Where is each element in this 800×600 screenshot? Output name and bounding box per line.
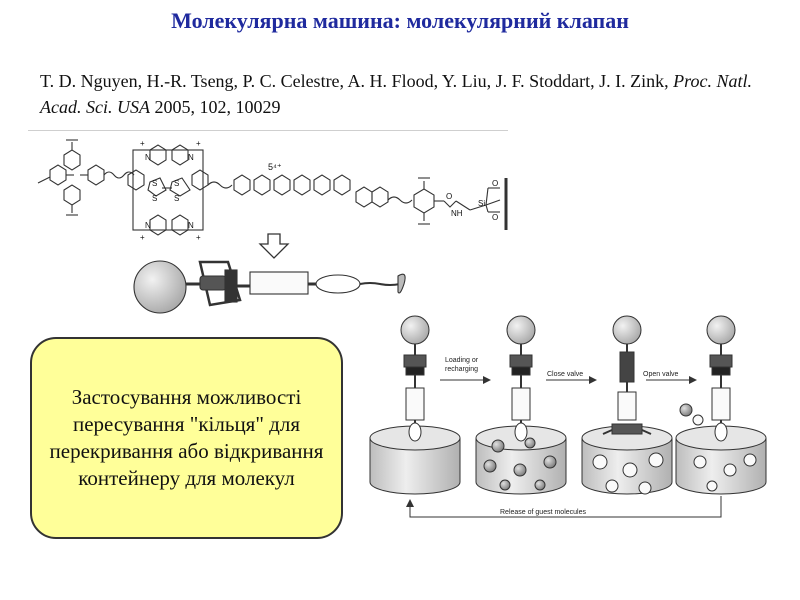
callout-box: Застосування можливості пересування "кіл… — [30, 337, 343, 539]
released-molecule — [679, 403, 693, 417]
atom-S-label: S — [152, 194, 157, 203]
atom-Si-label: Si — [478, 199, 485, 208]
plus-sign: + — [140, 233, 145, 242]
stopper-sphere — [133, 260, 187, 314]
citation-details: 2005, 102, 10029 — [149, 97, 281, 117]
arrow-label-loading-line1: Loading or — [445, 357, 479, 364]
citation-authors: T. D. Nguyen, H.-R. Tseng, P. C. Celestr… — [40, 71, 674, 91]
structure-labels: N N N N + + + + S S S S 5⁴⁺ NH O O O Si — [140, 139, 498, 242]
released-molecule — [692, 414, 704, 426]
bottom-arrow-label: Release of guest molecules — [500, 509, 586, 516]
stage-empty — [369, 315, 461, 495]
arrow-label-close-valve: Close valve — [547, 371, 583, 378]
stage-released — [675, 315, 767, 495]
atom-N-label: N — [145, 221, 151, 230]
atom-S-label: S — [152, 179, 157, 188]
plus-sign: + — [196, 233, 201, 242]
atom-O-label: O — [492, 213, 498, 222]
valve-schematic — [133, 260, 406, 314]
atom-S-label: S — [174, 179, 179, 188]
charge-label: 5⁴⁺ — [268, 162, 282, 172]
citation: T. D. Nguyen, H.-R. Tseng, P. C. Celestr… — [40, 68, 770, 120]
stage-closed — [581, 315, 673, 495]
process-diagram: Loading or recharging Close valve Open v… — [369, 315, 767, 518]
stage-loaded-open — [475, 315, 567, 495]
atom-N-label: N — [188, 221, 194, 230]
slide-title: Молекулярна машина: молекулярний клапан — [171, 8, 629, 33]
atom-O-label: O — [446, 192, 452, 201]
plus-sign: + — [196, 139, 201, 148]
release-return-arrow — [406, 496, 722, 518]
citation-journal: Proc. Natl. Acad. Sci. USA — [40, 71, 752, 117]
arrow-label-loading-line2: recharging — [445, 366, 478, 373]
plus-sign: + — [140, 139, 145, 148]
atom-N-label: N — [188, 153, 194, 162]
atom-O-label: O — [492, 179, 498, 188]
separator-line — [28, 130, 508, 131]
chemical-structure — [37, 139, 508, 236]
atom-N-label: N — [145, 153, 151, 162]
down-arrow — [258, 233, 290, 259]
arrow-label-open-valve: Open valve — [643, 371, 679, 378]
group-NH-label: NH — [451, 209, 463, 218]
atom-S-label: S — [174, 194, 179, 203]
